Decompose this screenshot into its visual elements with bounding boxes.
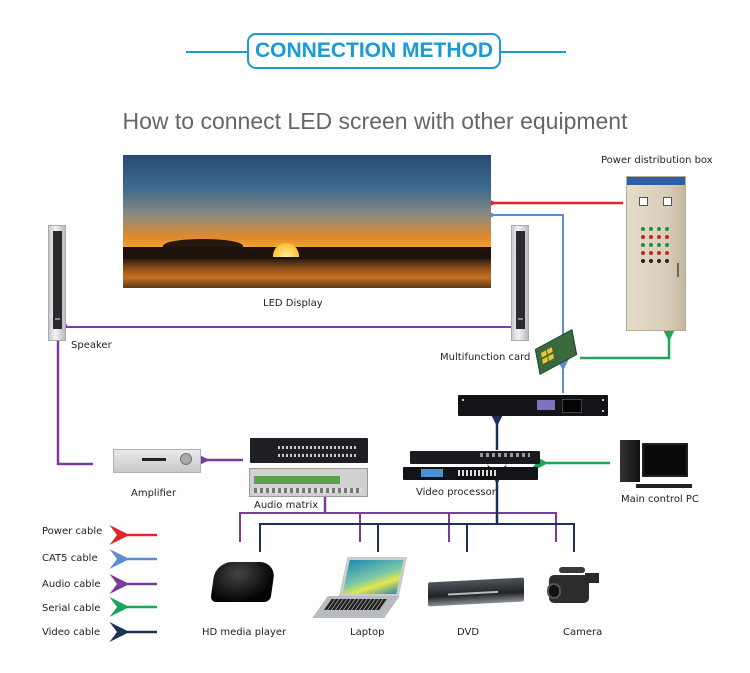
main-control-pc-label: Main control PC (621, 494, 699, 505)
amplifier (113, 449, 201, 473)
dvd-player (428, 577, 524, 607)
video-camera (547, 567, 599, 603)
laptop-screen (338, 557, 408, 597)
sending-box (458, 395, 608, 416)
audio-source-bus (239, 512, 557, 542)
camera-label: Camera (563, 627, 603, 638)
pc-monitor (642, 443, 688, 477)
amplifier-label: Amplifier (131, 488, 177, 499)
section-title-badge: CONNECTION METHOD (247, 33, 501, 69)
video-source-bus (259, 523, 575, 552)
diagram-subtitle: How to connect LED screen with other equ… (122, 108, 628, 134)
legend-video-label: Video cable (42, 627, 101, 638)
power-box-label: Power distribution box (601, 155, 713, 166)
legend-power-label: Power cable (42, 526, 103, 537)
pc-keyboard (636, 484, 692, 488)
laptop-label: Laptop (350, 627, 385, 638)
video-processor-label: Video processor (416, 487, 496, 498)
audio-amp-to-speaker-wire (48, 323, 93, 466)
audio-matrix-label: Audio matrix (254, 500, 319, 511)
laptop-keyboard (312, 596, 400, 618)
speaker-right (511, 225, 529, 341)
legend-serial-label: Serial cable (42, 603, 101, 614)
led-display-image (123, 155, 491, 288)
header-rule-left (186, 51, 248, 53)
header-rule-right (500, 51, 566, 53)
hd-media-player-label: HD media player (202, 627, 287, 638)
section-title: CONNECTION METHOD (255, 39, 493, 62)
legend-audio-label: Audio cable (42, 579, 101, 590)
speaker-left (48, 225, 66, 341)
legend-cat5-label: CAT5 cable (42, 553, 98, 564)
video-processor-top (410, 451, 540, 464)
power-distribution-box (626, 176, 686, 331)
speaker-label: Speaker (71, 340, 112, 351)
audio-matrix-back (249, 468, 368, 497)
cat5-card-to-led-wire (480, 207, 564, 338)
hd-media-player (210, 562, 276, 602)
audio-matrix-front (250, 438, 368, 463)
dvd-label: DVD (457, 627, 480, 638)
led-display-label: LED Display (263, 298, 323, 309)
video-processor (403, 467, 538, 480)
pc-tower (620, 440, 640, 482)
multifunction-card-label: Multifunction card (440, 352, 531, 363)
serial-card-to-powerbox-wire (580, 321, 679, 360)
